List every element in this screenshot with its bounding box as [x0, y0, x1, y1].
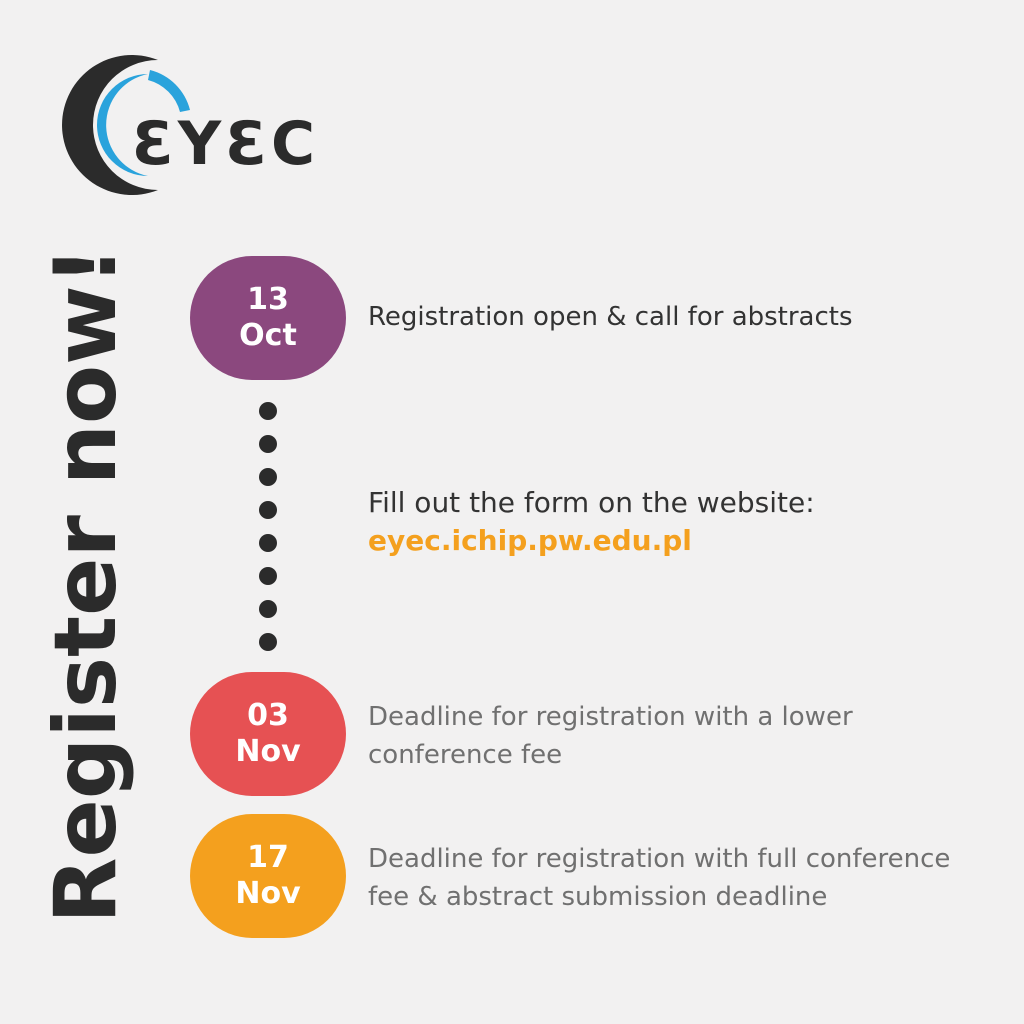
date-badge-nov-03: 03 Nov [190, 672, 346, 796]
form-note-text: Fill out the form on the website: [368, 486, 815, 519]
vertical-title-container: Register now! [36, 246, 136, 924]
badge-month: Nov [235, 734, 301, 769]
event-text-full-fee-deadline: Deadline for registration with full conf… [368, 844, 951, 912]
badge-day: 13 [247, 282, 289, 317]
dot [259, 600, 277, 618]
badge-day: 17 [247, 840, 289, 875]
dotted-line-icon [258, 402, 278, 652]
dot [259, 633, 277, 651]
dot [259, 468, 277, 486]
dot [259, 435, 277, 453]
eyec-logo: ƐYƐC [40, 50, 340, 200]
badge-month: Nov [235, 876, 301, 911]
dot [259, 501, 277, 519]
dot [259, 534, 277, 552]
date-badge-nov-17: 17 Nov [190, 814, 346, 938]
register-now-title: Register now! [36, 246, 136, 924]
event-text-registration-open: Registration open & call for abstracts [368, 302, 853, 332]
badge-month: Oct [239, 318, 297, 353]
logo-text: ƐYƐC [132, 109, 319, 179]
badge-day: 03 [247, 698, 289, 733]
event-text-lower-fee-deadline: Deadline for registration with a lower c… [368, 702, 853, 770]
dot [259, 567, 277, 585]
date-badge-oct-13: 13 Oct [190, 256, 346, 380]
dot [259, 402, 277, 420]
eyec-logo-icon [62, 54, 190, 195]
website-link[interactable]: eyec.ichip.pw.edu.pl [368, 524, 692, 557]
form-note: Fill out the form on the website: eyec.i… [368, 484, 998, 560]
